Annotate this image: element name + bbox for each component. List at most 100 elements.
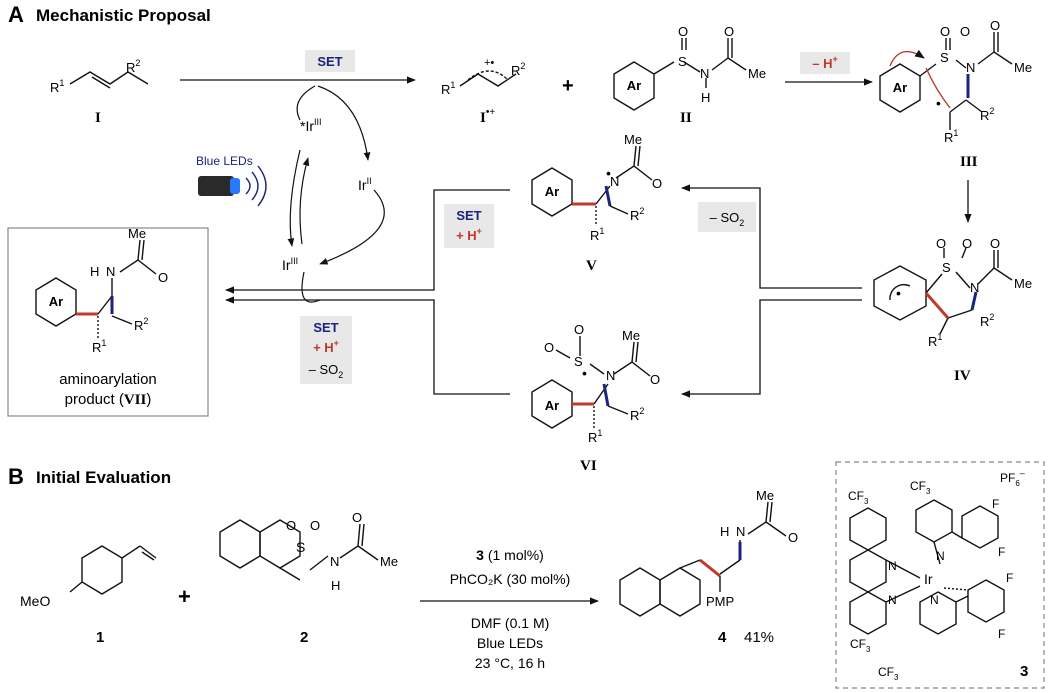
label-cmpd-4: 4 <box>718 629 727 646</box>
ar-VI: Ar <box>545 398 559 413</box>
cat-cf3-b: CF3 <box>848 489 869 506</box>
cond-light: Blue LEDs <box>477 635 543 651</box>
vi-o1: O <box>574 322 584 337</box>
cat-n4: N <box>930 593 939 607</box>
meo-label: MeO <box>20 593 50 609</box>
v-r1: R1 <box>590 226 604 243</box>
iv-r2: R2 <box>980 312 994 329</box>
vii-me: Me <box>128 226 146 241</box>
ii-h: H <box>701 90 710 105</box>
product-caption-2: product (VII) <box>65 391 152 408</box>
set-vi-label: SET <box>313 320 338 335</box>
radical-cation-structure <box>459 70 517 87</box>
ar-VII: Ar <box>49 294 63 309</box>
panel-a-title: Mechanistic Proposal <box>36 6 211 25</box>
label-I-cation: I•+ <box>480 107 495 126</box>
VI-blue-bond <box>602 383 610 407</box>
cat-cf3-c: CF3 <box>850 637 871 654</box>
compound-2-structure <box>219 519 379 581</box>
label-II: II <box>680 110 692 126</box>
product-caption-1: aminoarylation <box>59 371 157 388</box>
arrow-IV-V <box>681 184 862 289</box>
cat-f3: F <box>1006 571 1013 585</box>
v-r2: R2 <box>630 206 644 223</box>
vi-me: Me <box>622 328 640 343</box>
minus-h-label: – H+ <box>812 54 838 71</box>
vii-r1: R1 <box>92 338 106 355</box>
cond-catalyst: 3 (1 mol%) <box>476 547 544 563</box>
cat-f2: F <box>998 545 1005 559</box>
compound-1-structure <box>69 545 157 595</box>
vi-s: S <box>574 354 583 369</box>
cat-cf3-d: CF3 <box>878 665 899 682</box>
iii-radical: • <box>936 95 941 111</box>
pf6-label: PF6– <box>1000 468 1025 488</box>
blue-leds-label: Blue LEDs <box>196 154 253 168</box>
V-blue-bond <box>604 185 612 207</box>
cmpd4-me: Me <box>756 488 774 503</box>
v-radical: • <box>606 165 611 181</box>
iridium-cycle <box>287 85 385 303</box>
iii-r1: R1 <box>944 128 958 145</box>
ii-me: Me <box>748 66 766 81</box>
set-top-label: SET <box>317 54 342 69</box>
catalyst-3-structure <box>849 499 1005 635</box>
ar-V: Ar <box>545 184 559 199</box>
compound-I-r2: R2 <box>126 58 140 75</box>
v-me: Me <box>624 132 642 147</box>
iv-s: S <box>942 260 951 275</box>
label-VI: VI <box>580 458 597 474</box>
ir-iii: IrIII <box>282 256 298 273</box>
set-v-label: SET <box>456 208 481 223</box>
compound-4-structure <box>619 501 787 617</box>
arrow-VI-VII <box>225 296 510 395</box>
ii-s: S <box>678 54 687 69</box>
ii-o1: O <box>678 24 688 39</box>
ii-n: N <box>700 66 709 81</box>
iii-n: N <box>966 60 975 75</box>
cat-ir: Ir <box>924 571 933 587</box>
iv-o1: O <box>936 236 946 251</box>
cmpd2-me: Me <box>380 554 398 569</box>
iv-r1: R1 <box>928 332 942 349</box>
cat-n1: N <box>888 559 897 573</box>
cmpd2-o2: O <box>310 518 320 533</box>
cmpd2-s: S <box>296 539 305 555</box>
cond-temp-time: 23 °C, 16 h <box>475 655 545 671</box>
plus-sign-a: + <box>562 75 574 97</box>
label-cmpd-2: 2 <box>300 629 308 646</box>
iv-o2: O <box>962 236 972 251</box>
iii-me: Me <box>1014 60 1032 75</box>
iii-r2: R2 <box>980 106 994 123</box>
set-top-box <box>305 50 355 72</box>
panel-b-letter: B <box>8 464 24 489</box>
vii-h: H <box>90 264 99 279</box>
v-o: O <box>652 176 662 191</box>
set-vi-box <box>300 316 352 384</box>
arrow-V-VII <box>225 189 510 294</box>
cat-f1: F <box>992 497 999 511</box>
catalyst-box <box>835 461 1045 689</box>
cat-n3: N <box>936 549 945 563</box>
minus-so2-vi: – SO2 <box>309 362 344 380</box>
iii-s: S <box>940 50 949 65</box>
ii-o2: O <box>724 24 734 39</box>
iii-o1: O <box>940 24 950 39</box>
IV-red-bond <box>924 292 950 319</box>
IV-blue-bond <box>970 291 978 311</box>
arrow-IV-VI <box>681 299 862 398</box>
iii-o-b: O <box>960 24 970 39</box>
ir-ii: IrII <box>358 176 372 193</box>
minus-so2-box <box>698 202 756 232</box>
ar-III: Ar <box>893 80 907 95</box>
label-III: III <box>960 154 978 170</box>
compound-I-r1: R1 <box>50 78 64 95</box>
cmpd2-o1: O <box>286 518 296 533</box>
yield-value: 41% <box>744 629 774 646</box>
cond-solvent: DMF (0.1 M) <box>471 615 550 631</box>
plus-h-vi: + H+ <box>313 338 339 355</box>
plus-sign-b: + <box>178 584 191 609</box>
minus-h-box <box>800 52 850 74</box>
